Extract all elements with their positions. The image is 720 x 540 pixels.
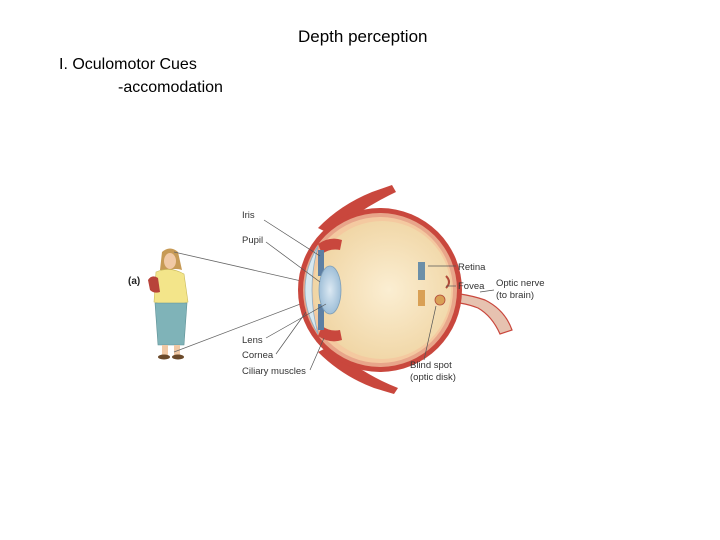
fovea	[445, 275, 450, 289]
inverted-image-top	[418, 262, 425, 280]
woman-figure	[148, 248, 189, 360]
label-retina: Retina	[458, 262, 486, 273]
label-iris: Iris	[242, 210, 255, 221]
vitreous-humor	[313, 221, 451, 359]
label-ciliary-muscles: Ciliary muscles	[242, 366, 306, 377]
label-blind-spot: Blind spot	[410, 360, 452, 371]
section-heading: I. Oculomotor Cues	[59, 56, 197, 73]
blind-spot	[434, 294, 446, 306]
section-subheading: -accomodation	[118, 79, 223, 96]
inverted-image-bottom	[418, 290, 425, 306]
label-optic-disk: (optic disk)	[410, 372, 456, 383]
slide-title: Depth perception	[298, 27, 428, 46]
label-lens: Lens	[242, 335, 263, 346]
label-cornea: Cornea	[242, 350, 274, 361]
iris	[318, 250, 324, 276]
panel-label: (a)	[128, 276, 140, 287]
iris-lower	[318, 304, 324, 330]
lens	[318, 265, 342, 315]
label-optic-nerve-to-brain: (to brain)	[496, 290, 534, 301]
label-optic-nerve: Optic nerve	[496, 278, 545, 289]
label-pupil: Pupil	[242, 235, 263, 246]
label-fovea: Fovea	[458, 281, 485, 292]
